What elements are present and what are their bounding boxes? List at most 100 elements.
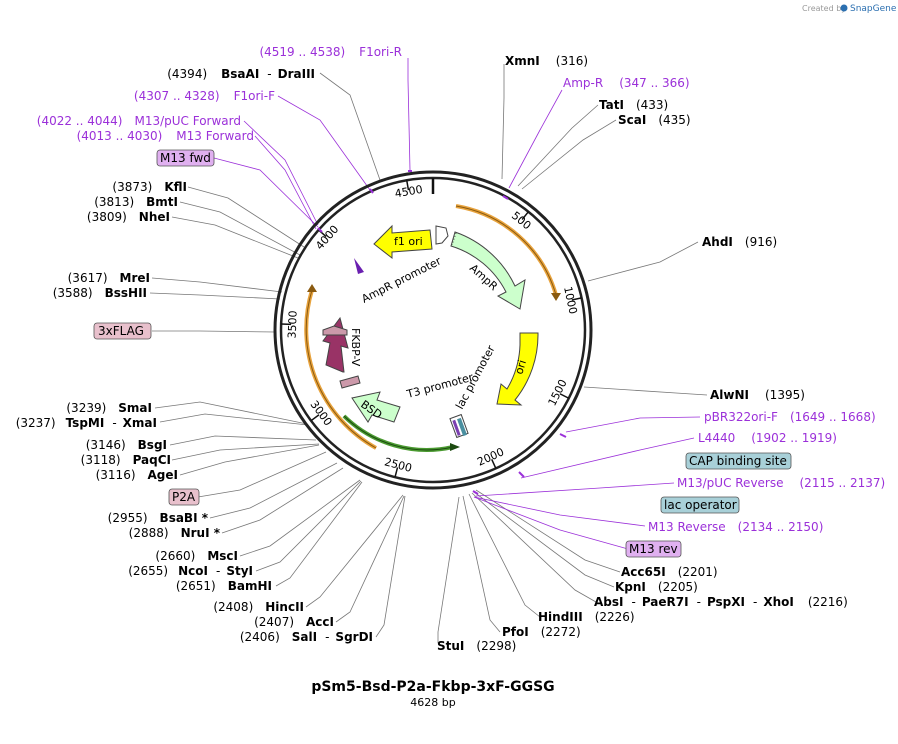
leader-ncoi (255, 480, 362, 572)
feature-primer-m13fwd (354, 258, 364, 274)
label-msci: (2660)MscI (155, 549, 238, 563)
label-ncoi: (2655)NcoI-StyI (128, 564, 253, 578)
leader-bsaai (319, 72, 381, 181)
ring-tick-label-4000: 4000 (313, 223, 341, 253)
feature-f1-ori (373, 224, 433, 260)
leader-m13-reverse (473, 496, 646, 527)
ring-tick-2000 (491, 458, 497, 469)
label-pfoi: PfoI(2272) (502, 625, 581, 639)
label-mrei: (3617)MreI (68, 271, 150, 285)
leader-m13-rev-box (473, 496, 629, 550)
label-absi: AbsI-PaeR7I-PspXI-XhoI(2216) (594, 595, 848, 609)
ring-tick-label-3500: 3500 (286, 310, 300, 338)
label-kpni: KpnI(2205) (615, 580, 698, 594)
leader-sali (375, 495, 406, 638)
leader-nrui (221, 467, 344, 534)
leader-smai (154, 401, 308, 425)
leader-nhei (171, 216, 299, 259)
label-p2a: P2A (172, 490, 196, 504)
ring-tick-1000 (571, 297, 582, 301)
label-bsaai: (4394)BsaAI-DraIII (167, 67, 315, 81)
feature-cap-site (457, 417, 467, 437)
leader-xmni (501, 64, 505, 180)
leader-scai (521, 119, 617, 190)
leader-hincii (305, 494, 404, 608)
leader-kfli (187, 186, 305, 248)
leader-bsabi (209, 462, 338, 519)
ring-tick-label-4500: 4500 (394, 183, 424, 201)
leader-mrei (151, 277, 283, 293)
label-lac-operator: lac operator (664, 498, 737, 512)
label-bmti: (3813)BmtI (94, 195, 178, 209)
label-cap-binding-site: CAP binding site (689, 454, 787, 468)
feature-3xflag (322, 325, 348, 336)
ring-tick-label-3000: 3000 (307, 398, 334, 428)
box-m13-fwd (156, 149, 215, 167)
label-stui: StuI(2298) (437, 639, 516, 653)
label-m13-rev: M13 rev (629, 542, 678, 556)
label-bsabi: (2955)BsaBI * (108, 511, 209, 525)
label-3xflag: 3xFLAG (98, 324, 144, 338)
feature-lac-operator (452, 419, 461, 436)
label-m13-reverse: M13 Reverse(2134 .. 2150) (648, 520, 823, 534)
features: f1 ori ori BSD (322, 224, 539, 439)
leader-m13-fwd-box (213, 157, 319, 228)
label-alwni: AlwNI(1395) (710, 388, 805, 402)
box-3xflag (93, 322, 152, 340)
label-smai: (3239)SmaI (66, 401, 152, 415)
label-hincii: (2408)HincII (213, 600, 304, 614)
primer-leaders (213, 58, 701, 550)
leader-l4440 (520, 437, 695, 479)
leader-lines (149, 64, 708, 643)
label-paqci: (3118)PaqCI (81, 453, 171, 467)
leader-p2a (197, 451, 327, 498)
label-tspmi: (3237)TspMI-XmaI (16, 416, 157, 430)
label-agei: (3116)AgeI (96, 468, 178, 482)
box-lac-operator (660, 496, 740, 514)
backbone-outer (273, 170, 593, 490)
orf-arrowhead-left (307, 284, 317, 292)
leader-m13puc-rev (475, 482, 675, 497)
ring-tick-label-2500: 2500 (383, 455, 413, 475)
leader-tspmi (159, 413, 309, 426)
feature-ori (496, 332, 539, 406)
label-nrui: (2888)NruI * (129, 526, 221, 540)
leader-3xflag (152, 330, 276, 333)
label-tati: TatI(433) (599, 98, 668, 112)
leader-m13-forward (254, 135, 317, 230)
label-nhei: (3809)NheI (87, 210, 170, 224)
leader-alwni (583, 386, 708, 396)
label-m13puc-forward: (4022 .. 4044)M13/pUC Forward (37, 114, 241, 128)
ring-tick-2500 (394, 467, 399, 478)
leader-tati (517, 104, 599, 187)
leader-kpni (473, 491, 615, 588)
leader-f1orif (277, 95, 371, 191)
label-m13puc-reverse: M13/pUC Reverse(2115 .. 2137) (677, 476, 885, 490)
leader-ampr-primer (508, 89, 563, 189)
label-bamhi: (2651)BamHI (176, 579, 272, 593)
snapgene-logo-icon (840, 4, 848, 12)
leader-m13puc-fwd (243, 120, 319, 226)
orf-arrowhead-ampr (551, 293, 561, 301)
leader-agei (179, 444, 320, 476)
feature-ampr-promoter-label: AmpR promoter (359, 254, 443, 305)
box-m13-rev (625, 540, 682, 558)
label-sali: (2406)SalI-SgrDI (240, 630, 373, 644)
label-f1orif: (4307 .. 4328)F1ori-F (134, 89, 275, 103)
leader-stui (437, 496, 460, 643)
ring-tick-4500 (405, 180, 410, 191)
ring-tick-1500 (559, 393, 570, 399)
orf-arc-bsd (342, 414, 454, 452)
box-cap-binding-site (685, 452, 792, 470)
ring-tick-500 (521, 211, 530, 220)
label-ampr-primer: Amp-R(347 .. 366) (563, 76, 690, 90)
leader-pbr322 (565, 416, 701, 433)
orf-arc-bsd-core (343, 415, 454, 451)
feature-ampr-promoter (435, 225, 449, 245)
feature-bsd (351, 391, 401, 423)
leader-hindiii (468, 493, 541, 618)
feature-p2a (339, 375, 361, 389)
leader-acci (335, 495, 405, 623)
box-p2a (168, 488, 200, 506)
